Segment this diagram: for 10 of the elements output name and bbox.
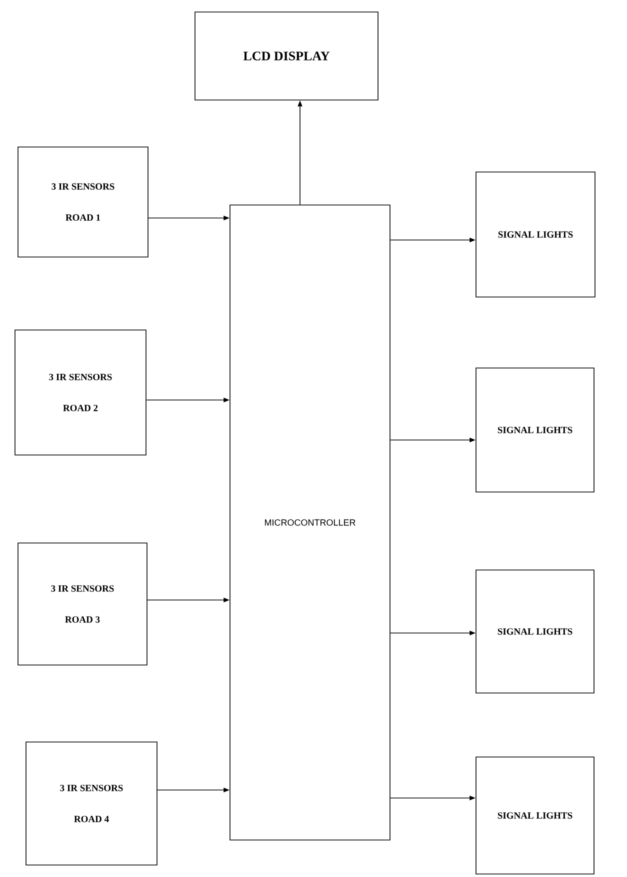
block-box: SIGNAL LIGHTS: [476, 756, 594, 874]
controller-box: MICROCONTROLLER: [230, 204, 390, 840]
block-box: SIGNAL LIGHTS: [476, 368, 594, 492]
block-box: 3 IR SENSORS ROAD 4: [26, 742, 158, 866]
block-box: SIGNAL LIGHTS: [476, 570, 594, 694]
block-box: 3 IR SENSORS ROAD 1: [18, 146, 148, 258]
block-box: 3 IR SENSORS ROAD 2: [14, 330, 146, 456]
block-box: SIGNAL LIGHTS: [476, 172, 596, 298]
display-box: LCD DISPLAY: [194, 12, 378, 100]
block-box: 3 IR SENSORS ROAD 3: [18, 542, 148, 666]
